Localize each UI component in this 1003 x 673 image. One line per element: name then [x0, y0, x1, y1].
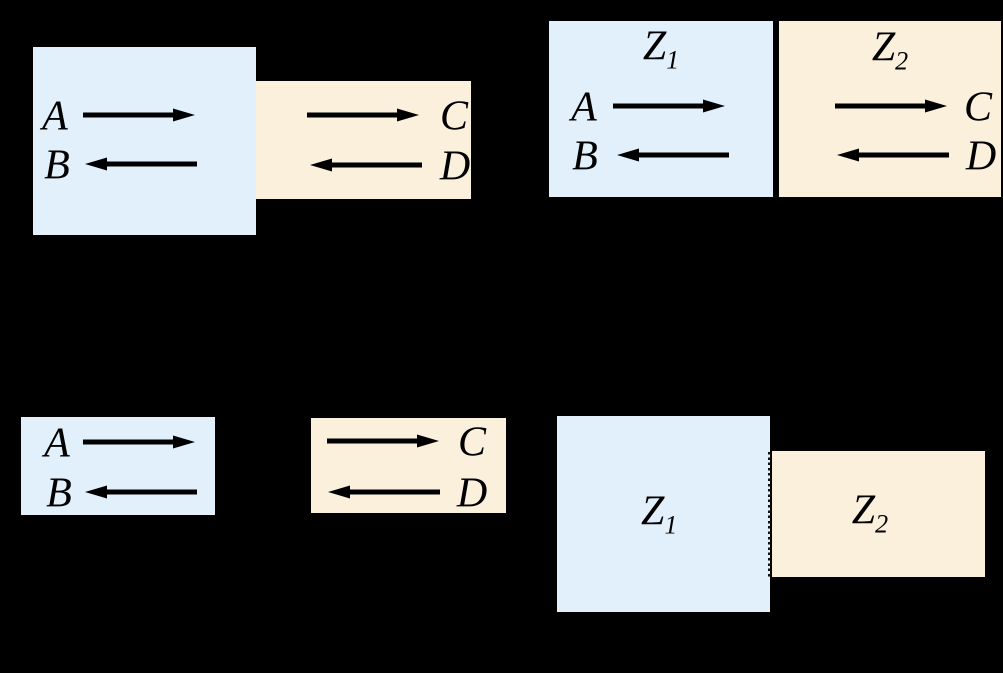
- wave-a-label: A: [44, 420, 70, 467]
- wave-b-label: B: [572, 133, 598, 180]
- interface-boundary-line: [773, 21, 779, 197]
- wave-d-label: D: [439, 143, 471, 190]
- arrow-left-icon: [617, 148, 729, 162]
- z2-subscript: 2: [895, 46, 909, 76]
- z1-subscript: 1: [666, 45, 680, 75]
- arrow-left-icon: [310, 158, 422, 172]
- z2-base: Z: [851, 487, 876, 534]
- wave-b-label: B: [44, 142, 70, 189]
- z1-base: Z: [642, 23, 667, 70]
- arrow-right-icon: [83, 435, 195, 449]
- arrow-left-icon: [837, 148, 949, 162]
- bottom-right-medium1-box: Z1: [557, 416, 770, 612]
- bottom-left-medium1-box: A B: [21, 417, 215, 515]
- z1-subscript: 1: [664, 510, 678, 540]
- impedance-z1-label: Z1: [642, 23, 679, 73]
- z1-base: Z: [641, 488, 665, 535]
- wave-c-label: C: [439, 93, 469, 140]
- top-left-medium1-box: A B: [33, 47, 256, 235]
- z2-subscript: 2: [875, 509, 889, 539]
- wave-d-label: D: [965, 133, 997, 180]
- top-left-medium2-box: C D: [256, 81, 471, 199]
- arrow-right-icon: [307, 108, 419, 122]
- bottom-left-medium2-box: C D: [311, 418, 506, 517]
- arrow-left-icon: [85, 485, 197, 499]
- impedance-z1-label: Z1: [641, 488, 677, 538]
- arrow-left-icon: [328, 485, 440, 499]
- arrow-right-icon: [327, 434, 439, 448]
- wave-c-label: C: [457, 419, 487, 466]
- wave-a-label: A: [571, 84, 597, 131]
- top-right-medium1-box: Z1 A B: [549, 21, 773, 197]
- dotted-interface-boundary-line: [768, 452, 771, 577]
- impedance-z2-label: Z2: [851, 487, 888, 537]
- wave-d-label: D: [456, 470, 488, 517]
- wave-c-label: C: [963, 84, 993, 131]
- wave-a-label: A: [42, 93, 68, 140]
- arrow-right-icon: [613, 99, 725, 113]
- impedance-z2-label: Z2: [871, 24, 908, 74]
- arrow-right-icon: [835, 99, 947, 113]
- top-right-medium2-box: Z2 C D: [779, 21, 1001, 197]
- bottom-right-medium2-box: Z2: [772, 451, 985, 577]
- arrow-right-icon: [83, 108, 195, 122]
- z2-base: Z: [871, 24, 896, 71]
- arrow-left-icon: [85, 157, 197, 171]
- wave-b-label: B: [46, 470, 72, 517]
